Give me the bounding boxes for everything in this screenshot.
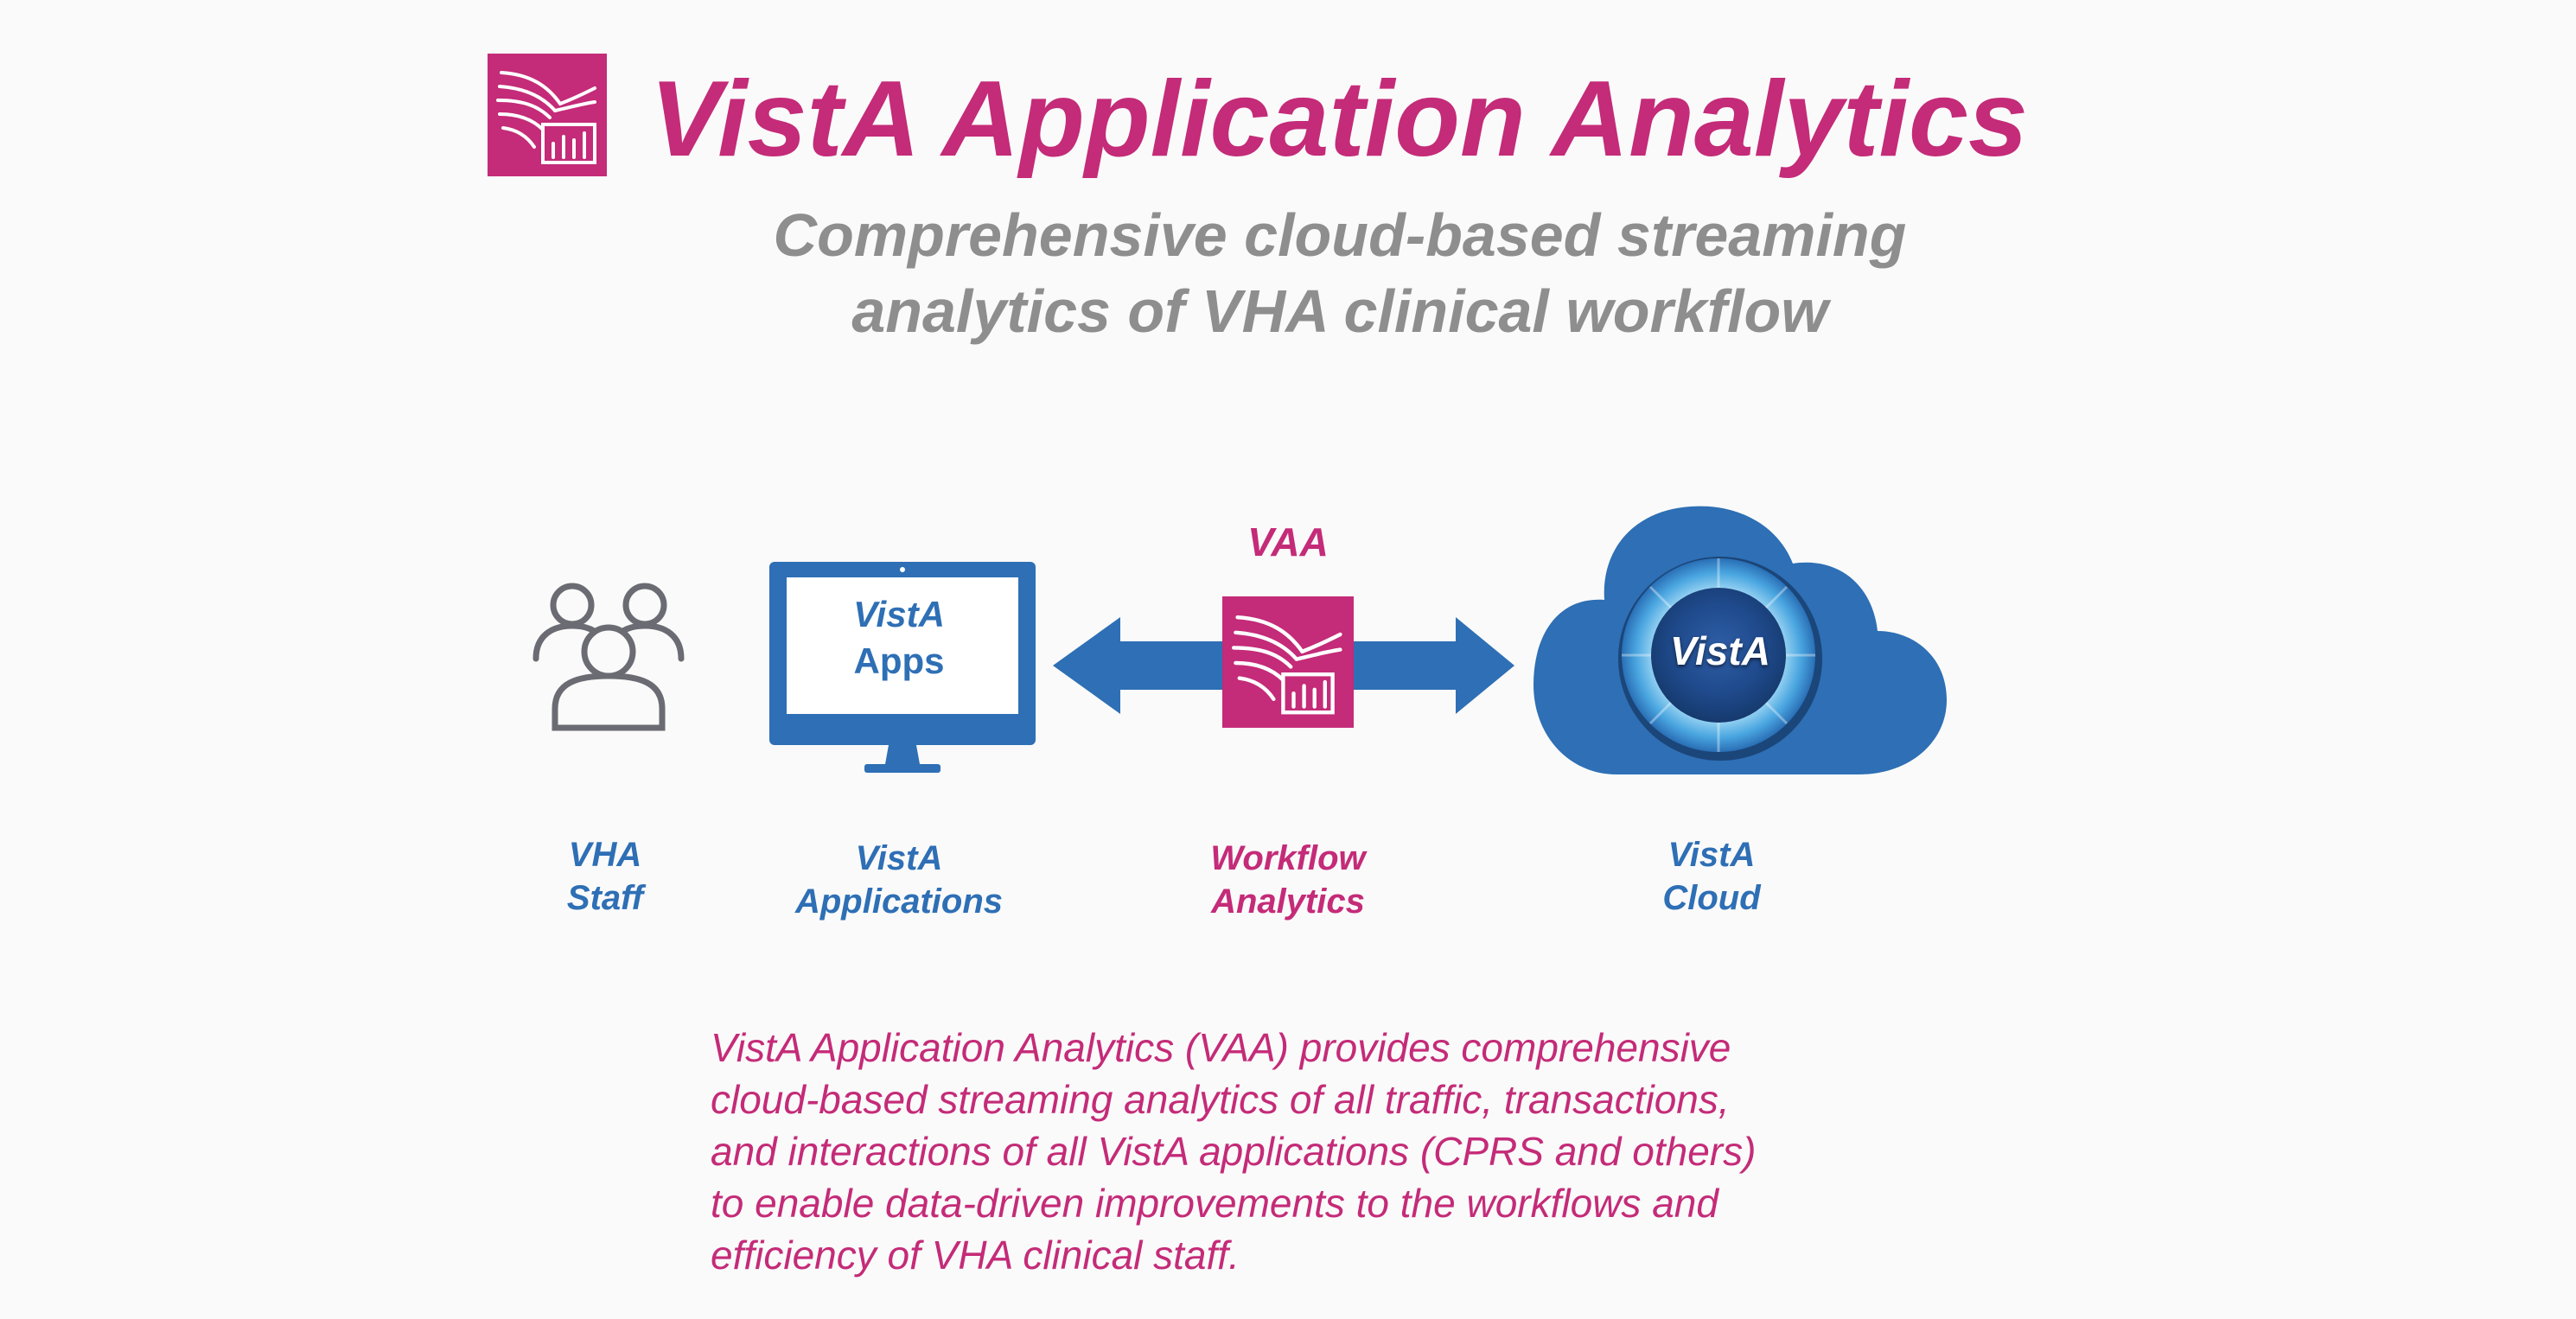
- caption-line: VistA: [855, 839, 943, 877]
- description-line: and interactions of all VistA applicatio…: [711, 1129, 1757, 1174]
- caption-line: VistA: [1667, 836, 1756, 874]
- monitor-screen-line-1: VistA: [853, 594, 945, 634]
- caption-line: Staff: [566, 879, 644, 917]
- monitor-screen-text: VistA Apps: [778, 591, 1020, 685]
- subtitle-line-2: analytics of VHA clinical workflow: [851, 277, 1828, 345]
- caption-line: Analytics: [1211, 883, 1365, 921]
- caption-vista-applications: VistA Applications: [761, 837, 1037, 923]
- description-line: cloud-based streaming analytics of all t…: [711, 1077, 1730, 1122]
- caption-workflow-analytics: Workflow Analytics: [1158, 837, 1418, 923]
- cloud-icon: [1533, 506, 1947, 774]
- analytics-logo-icon: [496, 71, 596, 164]
- caption-vha-staff: VHA Staff: [519, 833, 692, 920]
- monitor-screen-line-2: Apps: [853, 640, 945, 681]
- description-paragraph: VistA Application Analytics (VAA) provid…: [711, 1022, 1921, 1281]
- description-line: VistA Application Analytics (VAA) provid…: [711, 1025, 1731, 1070]
- people-icon: [532, 583, 685, 731]
- caption-line: Cloud: [1662, 879, 1761, 917]
- caption-line: Workflow: [1210, 839, 1366, 877]
- description-line: to enable data-driven improvements to th…: [711, 1181, 1718, 1226]
- vaa-logo: [488, 54, 607, 176]
- analytics-logo-icon: [1222, 596, 1354, 728]
- description-line: efficiency of VHA clinical staff.: [711, 1233, 1240, 1278]
- subtitle-line-1: Comprehensive cloud-based streaming: [773, 201, 1907, 269]
- page-subtitle: Comprehensive cloud-based streaming anal…: [605, 197, 2075, 349]
- caption-line: VHA: [568, 836, 642, 874]
- cloud-disc-label: VistA: [1670, 628, 1770, 673]
- caption-vista-cloud: VistA Cloud: [1625, 833, 1798, 920]
- caption-line: Applications: [794, 883, 1004, 921]
- vaa-label: VAA: [1247, 519, 1329, 564]
- monitor-icon: [769, 562, 1036, 773]
- page-title: VistA Application Analytics: [650, 60, 2028, 179]
